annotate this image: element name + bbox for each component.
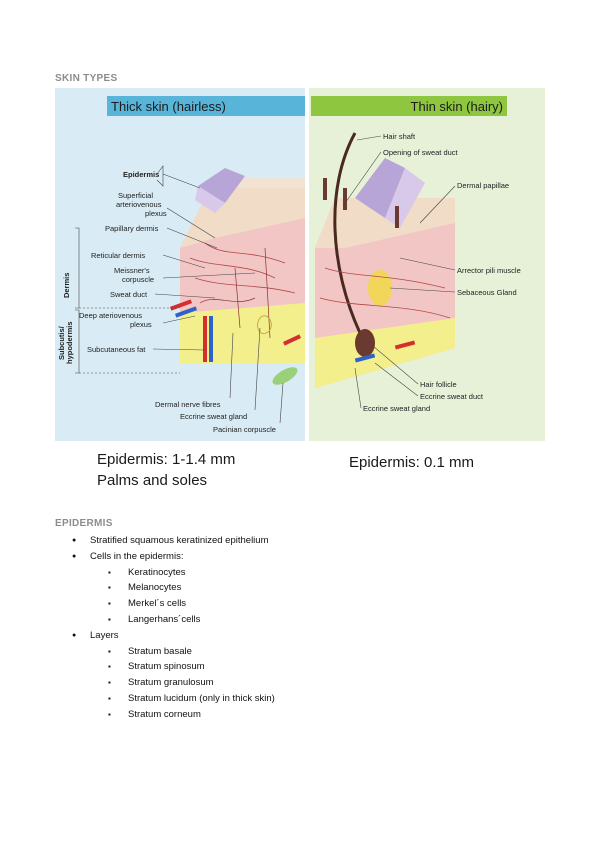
label-eccrine-duct: Eccrine sweat duct	[420, 392, 484, 401]
label-eccrine-gland: Eccrine sweat gland	[363, 404, 430, 413]
label-dermal-papillae: Dermal papillae	[457, 181, 509, 190]
list-item: Langerhans´cells	[108, 612, 275, 628]
label-hair-follicle: Hair follicle	[420, 380, 457, 389]
label-subcutis-2: hypodermis	[65, 321, 74, 364]
section-heading-skin-types: SKIN TYPES	[55, 73, 118, 84]
cells-sublist: Keratinocytes Melanocytes Merkel´s cells…	[90, 565, 275, 628]
list-item: Stratum lucidum (only in thick skin)	[108, 691, 275, 707]
label-sweat-duct: Sweat duct	[110, 290, 148, 299]
list-item: Keratinocytes	[108, 565, 275, 581]
label-pacinian: Pacinian corpuscle	[213, 425, 276, 434]
label-subcutis-1: Subcutis/	[57, 325, 66, 360]
label-deep-2: plexus	[130, 320, 152, 329]
list-item: Stratum spinosum	[108, 659, 275, 675]
label-superficial-1: Superficial	[118, 191, 153, 200]
label-superficial-3: plexus	[145, 209, 167, 218]
thick-skin-block	[169, 168, 305, 385]
list-item: Merkel´s cells	[108, 596, 275, 612]
list-item: Stratum corneum	[108, 707, 275, 723]
label-sebaceous: Sebaceous Gland	[457, 288, 517, 297]
thin-title-bar	[311, 96, 507, 116]
label-deep-1: Deep ateriovenous	[79, 311, 142, 320]
label-opening: Opening of sweat duct	[383, 148, 459, 157]
list-item: Stratum granulosum	[108, 675, 275, 691]
thick-skin-title: Thick skin (hairless)	[111, 99, 226, 114]
thick-caption-line1: Epidermis: 1-1.4 mm	[97, 451, 236, 468]
label-meissner-1: Meissner's	[114, 266, 150, 275]
list-item: Stratified squamous keratinized epitheli…	[72, 533, 275, 549]
thick-caption-line2: Palms and soles	[97, 472, 208, 489]
label-arrector: Arrector pili muscle	[457, 266, 521, 275]
label-eccrine: Eccrine sweat gland	[180, 412, 247, 421]
label-superficial-2: arteriovenous	[116, 200, 162, 209]
thin-caption-line1: Epidermis: 0.1 mm	[349, 454, 475, 471]
section-heading-epidermis: EPIDERMIS	[55, 518, 113, 529]
label-reticular: Reticular dermis	[91, 251, 145, 260]
label-dermis: Dermis	[62, 273, 71, 298]
list-item: Stratum basale	[108, 644, 275, 660]
skin-types-figure: Thick skin (hairless) Thin skin (hairy)	[55, 88, 545, 441]
label-epidermis: Epidermis	[123, 170, 159, 179]
label-papillary: Papillary dermis	[105, 224, 159, 233]
layers-sublist: Stratum basale Stratum spinosum Stratum …	[90, 644, 275, 723]
list-item: Melanocytes	[108, 580, 275, 596]
label-nerve: Dermal nerve fibres	[155, 400, 221, 409]
thin-skin-title: Thin skin (hairy)	[411, 99, 503, 114]
thick-title-bar	[107, 96, 305, 116]
list-item: Layers Stratum basale Stratum spinosum S…	[72, 628, 275, 723]
label-meissner-2: corpuscle	[122, 275, 154, 284]
epidermis-list: Stratified squamous keratinized epitheli…	[72, 533, 275, 723]
label-hair-shaft: Hair shaft	[383, 132, 416, 141]
list-item: Cells in the epidermis: Keratinocytes Me…	[72, 549, 275, 628]
label-subcut-fat: Subcutaneous fat	[87, 345, 146, 354]
thin-skin-block	[315, 132, 455, 388]
